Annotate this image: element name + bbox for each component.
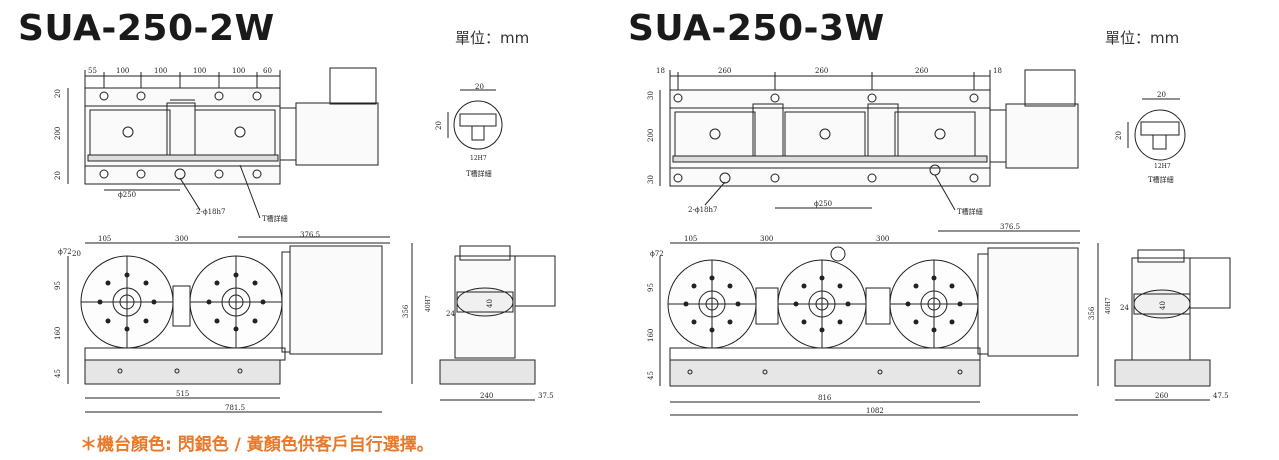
unit-label-3w: 單位：mm	[1105, 29, 1180, 47]
bottom-dim-2w-0: 515	[176, 390, 189, 398]
side-view-dim-3w-4: 47.5	[1213, 392, 1229, 400]
top-dim-3w-4: 18	[993, 67, 1002, 75]
detail-dim-2w-1: 20	[435, 121, 443, 130]
front-top-dim-2w-0: 105	[98, 235, 111, 243]
front-top-dim-3w-1: 300	[760, 235, 773, 243]
detail-dim-3w-0: 20	[1157, 91, 1166, 99]
front-top-dim-3w-3: 376.5	[1000, 223, 1020, 231]
top-dim-3w-3: 260	[915, 67, 928, 75]
side-dim-3w-1: 200	[647, 129, 655, 142]
side-view-dim-2w-4: 37.5	[538, 392, 554, 400]
tslot-detail-3w: 20 20 12H7 T槽詳細	[1115, 91, 1186, 184]
front-view-3w: 105 300 300 376.5 ϕ72 95 160 45 356	[647, 223, 1099, 416]
model-title-3w: SUA-250-3W	[628, 8, 885, 49]
top-dim-2w-0: 55	[88, 67, 97, 75]
front-side-dim-3w-1: 95	[647, 283, 655, 292]
front-top-dim-2w-1: 300	[175, 235, 188, 243]
side-dim-2w-0: 20	[54, 89, 62, 98]
detail-label-3w: T槽詳細	[1148, 175, 1174, 184]
bore-label-2w: ϕ250	[118, 191, 136, 199]
side-dim-2w-1: 200	[54, 127, 62, 140]
side-dim-3w-2: 30	[647, 175, 655, 184]
bottom-dim-3w-1: 1082	[866, 407, 884, 415]
top-dim-2w-2: 100	[154, 67, 167, 75]
front-top-dim-3w-0: 105	[684, 235, 697, 243]
tslot-label-2w: T槽詳細	[262, 214, 288, 223]
front-side-dim-3w-2: 160	[647, 329, 655, 342]
side-view-dim-2w-0: 40H7	[425, 295, 432, 312]
detail-label-2w: T槽詳細	[466, 169, 492, 178]
bottom-dim-2w-1: 781.5	[225, 404, 245, 412]
detail-dim-2w-2: 12H7	[470, 155, 487, 162]
tslot-detail-2w: 20 20 12H7 T槽詳細	[435, 83, 503, 178]
side-view-3w: 40H7 24 40 260 47.5	[1105, 249, 1231, 401]
top-dim-3w-0: 18	[656, 67, 665, 75]
side-view-dim-3w-2: 40	[1159, 301, 1167, 310]
top-dim-3w-2: 260	[815, 67, 828, 75]
side-view-dim-3w-0: 40H7	[1105, 297, 1112, 314]
unit-label-2w: 單位：mm	[455, 29, 530, 47]
top-dim-2w-3: 100	[193, 67, 206, 75]
front-top-dim-2w-2: 376.5	[300, 231, 320, 239]
side-view-2w: 40H7 24 40 240 37.5	[425, 245, 556, 401]
side-dim-2w-2: 20	[54, 171, 62, 180]
front-right-dim-2w: 356	[402, 304, 410, 318]
front-view-2w: 105 300 376.5 ϕ72	[54, 231, 413, 413]
top-dim-2w-4: 100	[232, 67, 245, 75]
front-side-dim-3w-0: ϕ72	[650, 250, 664, 258]
detail-dim-2w-0: 20	[475, 83, 484, 91]
front-side-dim-2w-3: 160	[54, 327, 62, 340]
front-side-dim-2w-4: 45	[54, 369, 62, 378]
side-view-dim-2w-1: 24	[446, 310, 455, 318]
top-view-3w: 18 260 260 260 18 30 200 30 2-ϕ18h7 ϕ250…	[647, 67, 1079, 216]
side-view-dim-3w-1: 24	[1120, 304, 1129, 312]
top-dim-2w-5: 60	[263, 67, 272, 75]
side-view-dim-3w-3: 260	[1155, 392, 1168, 400]
detail-dim-3w-1: 20	[1115, 131, 1123, 140]
front-side-dim-2w-1: 20	[72, 250, 81, 258]
top-dim-3w-1: 260	[718, 67, 731, 75]
pin-label-3w: 2-ϕ18h7	[688, 206, 717, 214]
bottom-dim-3w-0: 816	[818, 394, 832, 402]
side-view-dim-2w-2: 40	[486, 299, 494, 308]
front-side-dim-3w-3: 45	[647, 371, 655, 380]
front-right-dim-3w: 356	[1088, 306, 1096, 320]
side-view-dim-2w-3: 240	[480, 392, 493, 400]
model-title-2w: SUA-250-2W	[18, 8, 275, 49]
tslot-label-3w: T槽詳細	[957, 207, 983, 216]
bore-label-3w: ϕ250	[814, 200, 832, 208]
front-side-dim-2w-2: 95	[54, 281, 62, 290]
top-view-2w: 55 100 100 100 100 60 20 200 20 ϕ250	[54, 67, 379, 223]
top-dim-2w-1: 100	[116, 67, 129, 75]
side-dim-3w-0: 30	[647, 91, 655, 100]
pin-label-2w: 2-ϕ18h7	[196, 208, 225, 216]
detail-dim-3w-2: 12H7	[1154, 163, 1171, 170]
front-top-dim-3w-2: 300	[876, 235, 889, 243]
color-note: ＊機台顏色: 閃銀色 / 黃顏色供客戶自行選擇。	[80, 435, 434, 455]
front-side-dim-2w-0: ϕ72	[58, 248, 72, 256]
